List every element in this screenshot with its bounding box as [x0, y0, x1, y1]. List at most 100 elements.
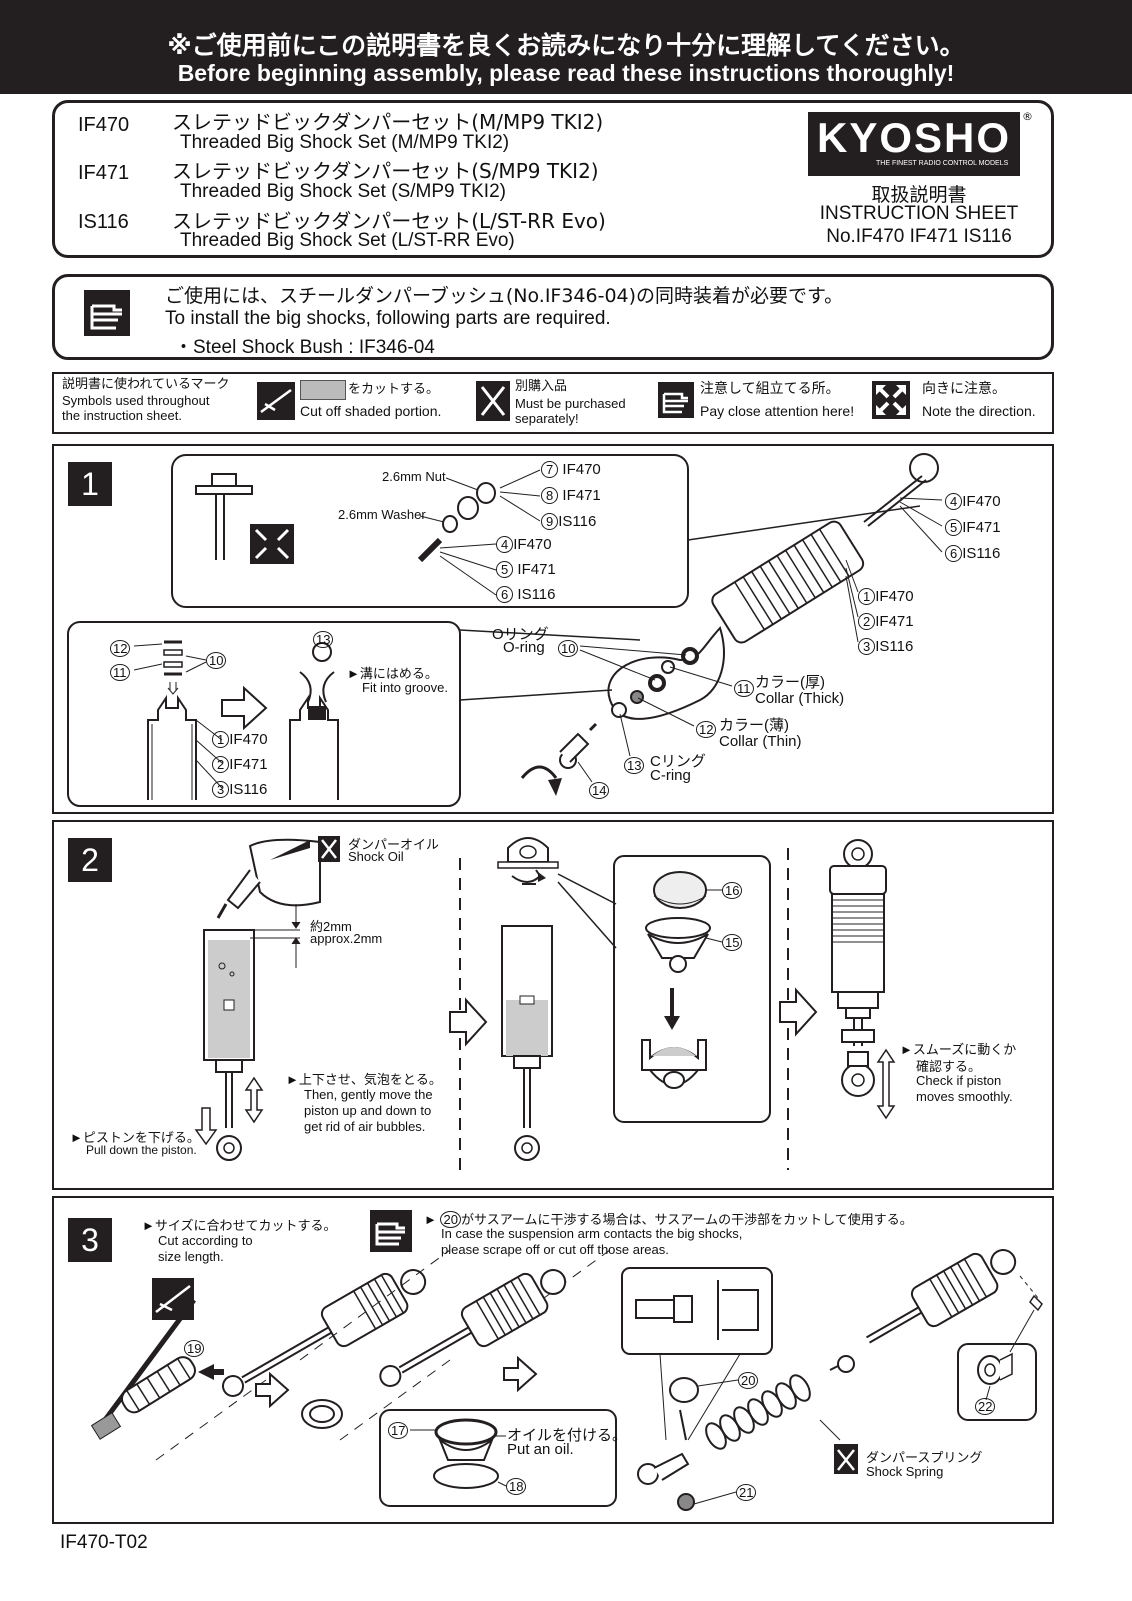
piston-note-en: Pull down the piston. [86, 1143, 197, 1157]
collar-thin-en: Collar (Thin) [719, 733, 802, 750]
sheet-title-en: INSTRUCTION SHEET [819, 203, 1019, 224]
bubbles-note-en: get rid of air bubbles. [304, 1119, 426, 1134]
document-code: IF470-T02 [60, 1532, 148, 1553]
part-number-19: 19 [184, 1340, 205, 1357]
shaded-portion-swatch [300, 380, 346, 400]
step-1-panel [52, 444, 1054, 814]
shock-spring-jp: ダンパースプリング [866, 1450, 983, 1465]
step-3-panel [52, 1196, 1054, 1524]
collar-thick-jp: カラー(厚) [755, 674, 825, 691]
gap-jp: 約2mm [310, 919, 352, 934]
sheet-number: No.IF470 IF471 IS116 [826, 226, 1012, 247]
washer-label: 2.6mm Washer [338, 507, 426, 522]
symbol-legend [52, 372, 1054, 434]
cut-note-en: size length. [158, 1249, 224, 1264]
smooth-note-jp: ►スムーズに動くか [900, 1042, 1017, 1057]
part-number-14: 14 [589, 782, 610, 799]
product-name-en: Threaded Big Shock Set (M/MP9 TKI2) [180, 132, 510, 153]
sheet-title-jp: 取扱説明書 [871, 184, 967, 206]
oring-label-en: O-ring [503, 639, 545, 656]
step-2-number: 2 [68, 838, 112, 882]
part-number-11: 11 [734, 680, 754, 697]
shock-oil-jp: ダンパーオイル [348, 837, 440, 852]
shock-spring-en: Shock Spring [866, 1464, 944, 1479]
direction-icon [872, 381, 910, 419]
legend-direction-en: Note the direction. [922, 403, 1036, 419]
step-2-panel [52, 820, 1054, 1190]
part-number-6: 6 IS116 [496, 586, 556, 603]
gap-en: approx.2mm [310, 931, 383, 946]
cring-label-en: C-ring [650, 767, 691, 784]
cut-icon [257, 382, 295, 420]
smooth-note-en: moves smoothly. [916, 1089, 1013, 1104]
product-name-en: Threaded Big Shock Set (L/ST-RR Evo) [180, 230, 515, 251]
part-number-17: 17 [388, 1422, 409, 1439]
notice-en: To install the big shocks, following par… [165, 308, 611, 329]
top-banner: ※ご使用前にこの説明書を良くお読みになり十分に理解してください。 Before … [0, 0, 1132, 94]
part-number-13: 13 [313, 631, 334, 648]
legend-intro-en: Symbols used throughout [62, 393, 210, 408]
collar-thick-en: Collar (Thick) [755, 690, 845, 707]
part-number-16: 16 [722, 882, 743, 899]
interference-note-en: please scrape off or cut off those areas… [441, 1242, 669, 1257]
product-code: IS116 [78, 211, 129, 233]
banner-japanese: ※ご使用前にこの説明書を良くお読みになり十分に理解してください。 [167, 31, 965, 60]
groove-note-en: Fit into groove. [362, 680, 448, 695]
notice-box [52, 274, 1054, 360]
product-box [52, 100, 1054, 258]
smooth-note-en: Check if piston [916, 1073, 1002, 1088]
cring-label-jp: Cリング [650, 753, 706, 770]
put-oil-en: Put an oil. [507, 1441, 574, 1458]
legend-buy-jp: 別購入品 [515, 379, 568, 394]
legend-cut-en: Cut off shaded portion. [300, 403, 442, 419]
banner-english: Before beginning assembly, please read t… [177, 60, 955, 86]
registered-mark: ® [1022, 110, 1033, 123]
smooth-note-jp: 確認する。 [916, 1059, 982, 1074]
part-number-12: 12 [110, 640, 131, 657]
part-number-20: 20 [738, 1372, 759, 1389]
legend-cut-jp: をカットする。 [348, 382, 440, 397]
part-number-11: 11 [110, 664, 130, 681]
part-number-10: 10 [558, 640, 579, 657]
part-number-22: 22 [975, 1398, 996, 1415]
pointing-hand-icon [658, 382, 694, 418]
part-number-10: 10 [206, 652, 227, 669]
notice-jp: ご使用には、スチールダンパーブッシュ(No.IF346-04)の同時装着が必要で… [165, 285, 844, 307]
product-name-jp: スレテッドビックダンパーセット(L/ST-RR Evo) [172, 209, 606, 233]
legend-buy-en: separately! [515, 411, 579, 426]
part-number-13: 13 [624, 757, 645, 774]
logo-wordmark: KYOSHO [816, 114, 1012, 161]
bubbles-note-jp: ►上下させ、気泡をとる。 [286, 1072, 442, 1087]
piston-note-jp: ►ピストンを下げる。 [70, 1130, 200, 1145]
step-3-number: 3 [68, 1218, 112, 1262]
product-code: IF470 [78, 114, 130, 136]
part-number-7: 7 IF470 [541, 461, 601, 478]
product-code: IF471 [78, 162, 130, 184]
part-number-18: 18 [506, 1478, 527, 1495]
product-name-jp: スレテッドビックダンパーセット(M/MP9 TKI2) [172, 110, 604, 134]
product-name-jp: スレテッドビックダンパーセット(S/MP9 TKI2) [172, 159, 599, 183]
notice-required-part: ・Steel Shock Bush : IF346-04 [174, 337, 435, 358]
kyosho-logo: KYOSHO THE FINEST RADIO CONTROL MODELS [808, 112, 1020, 176]
pointing-hand-icon [84, 290, 130, 336]
legend-direction-jp: 向きに注意。 [922, 381, 1006, 397]
part-number-15: 15 [722, 934, 743, 951]
cut-note-jp: ►サイズに合わせてカットする。 [142, 1218, 337, 1233]
interference-note-en: In case the suspension arm contacts the … [441, 1226, 743, 1241]
bubbles-note-en: Then, gently move the [304, 1087, 433, 1102]
cut-icon [152, 1278, 194, 1320]
legend-buy-en: Must be purchased [515, 396, 626, 411]
put-oil-jp: オイルを付ける。 [507, 1427, 628, 1444]
legend-intro-en: the instruction sheet. [62, 408, 182, 423]
cut-note-en: Cut according to [158, 1233, 253, 1248]
